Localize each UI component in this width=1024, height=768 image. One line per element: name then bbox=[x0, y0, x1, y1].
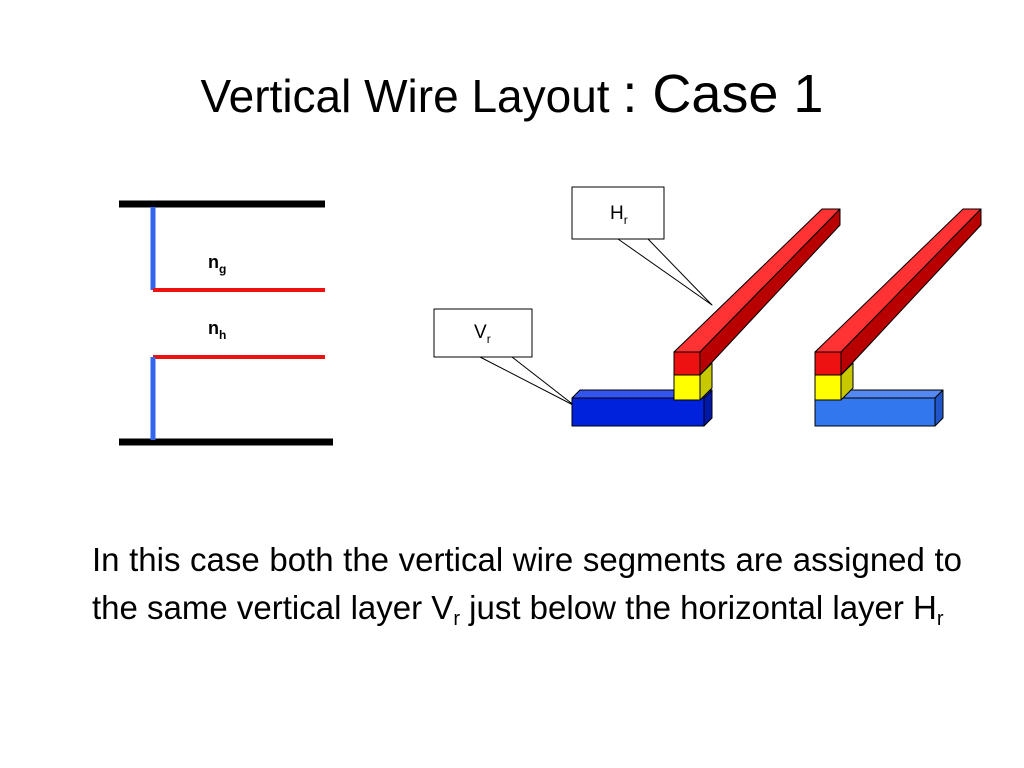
body-text-part-2: just below the horizontal layer H bbox=[459, 589, 937, 626]
net-label-ng: ng bbox=[208, 252, 226, 276]
body-paragraph: In this case both the vertical wire segm… bbox=[92, 536, 962, 632]
callout-label-vr: Vr bbox=[474, 322, 491, 346]
net-label-nh: nh bbox=[208, 318, 226, 342]
vertical-layer-bar-right bbox=[814, 389, 944, 427]
callout-pointer-hr bbox=[617, 238, 713, 306]
layer-3d-layout: Hr Vr bbox=[433, 186, 982, 427]
callout-vr: Vr bbox=[433, 308, 533, 358]
horizontal-layer-bar-right bbox=[814, 208, 982, 376]
callout-label-hr: Hr bbox=[610, 203, 628, 227]
horizontal-layer-bar-left bbox=[673, 208, 841, 376]
title-main-text: Vertical Wire Layout bbox=[200, 70, 610, 122]
body-text-part-1: In this case both the vertical wire segm… bbox=[92, 541, 962, 626]
body-subscript-hr: r bbox=[936, 608, 944, 630]
net-schematic: ng nh bbox=[119, 200, 333, 446]
callout-pointer-vr bbox=[479, 356, 576, 407]
slide-title: Vertical Wire Layout : Case 1 bbox=[0, 62, 1024, 127]
body-subscript-vr: r bbox=[453, 608, 460, 630]
callout-hr: Hr bbox=[571, 186, 665, 240]
callout-box-hr bbox=[571, 186, 665, 240]
title-case-text: : Case 1 bbox=[622, 64, 824, 124]
callout-box-vr bbox=[433, 308, 533, 358]
